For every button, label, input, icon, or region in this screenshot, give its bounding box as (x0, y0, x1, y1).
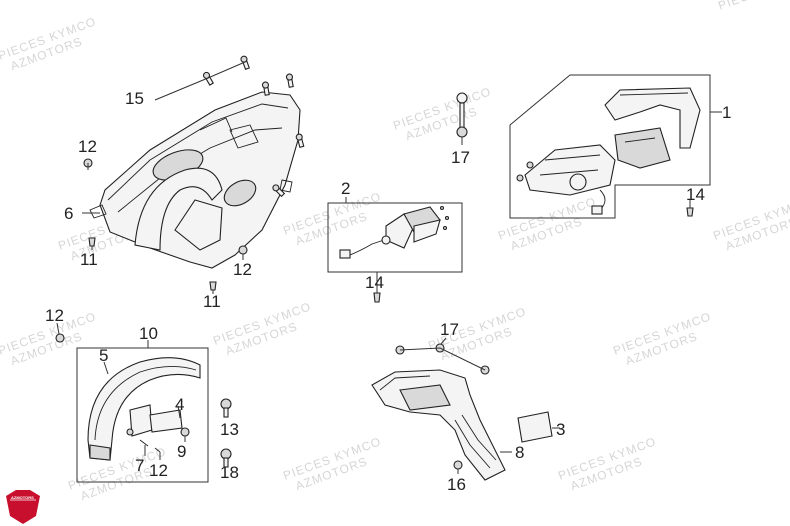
label-15: 15 (125, 89, 144, 108)
label-6: 6 (64, 204, 73, 223)
label-11b: 11 (203, 292, 221, 311)
part-10-front-fender (76, 340, 209, 483)
label-13: 13 (220, 420, 239, 439)
label-14b: 14 (686, 185, 705, 204)
part-6-rear-inner-cover (89, 91, 301, 269)
leader-4 (177, 405, 181, 419)
part-3-reflector (517, 411, 553, 443)
label-3: 3 (556, 420, 565, 439)
part-8-license-bracket (371, 369, 506, 481)
nut-12-frontleft (55, 333, 65, 343)
part-1-tail-light (509, 74, 722, 219)
bolt-18 (220, 448, 232, 468)
label-18: 18 (220, 463, 239, 482)
callout-labels: 1 2 3 4 5 6 7 8 9 10 11 11 12 12 12 12 1… (45, 89, 731, 494)
label-12a: 12 (78, 137, 97, 156)
leader-17b (440, 337, 447, 345)
label-9: 9 (177, 442, 186, 461)
label-10: 10 (139, 324, 158, 343)
nuts-17-bracket (395, 343, 490, 375)
label-11a: 11 (80, 250, 98, 269)
nut-16 (453, 460, 463, 470)
label-14a: 14 (365, 273, 384, 292)
screw-14-right (686, 207, 694, 217)
label-8: 8 (515, 443, 524, 462)
label-17a: 17 (451, 148, 470, 167)
label-16: 16 (447, 475, 466, 494)
leader-15b (207, 61, 246, 79)
screws-15 (202, 55, 305, 198)
label-17b: 17 (440, 320, 459, 339)
azmotors-logo: AZMOTORS (6, 490, 40, 524)
bolt-13 (220, 398, 232, 418)
logo-text: AZMOTORS (11, 495, 34, 500)
leader-12c (56, 322, 60, 335)
label-12c: 12 (45, 306, 64, 325)
leader-5 (103, 361, 109, 375)
bolt-17-top (456, 92, 468, 138)
watermark-line1: PIECES KYMCO (716, 0, 790, 13)
nut-12-right (238, 245, 248, 255)
label-7: 7 (135, 456, 144, 475)
watermarks: PIECES KYMCO AZMOTORS PIECES KYMCO AZMOT… (0, 0, 790, 503)
clip-11-bottom (209, 281, 217, 291)
part-2-license-light (327, 197, 463, 273)
label-12b: 12 (233, 260, 252, 279)
label-4: 4 (175, 395, 184, 414)
screw-14-center (373, 292, 381, 303)
label-2: 2 (341, 179, 350, 198)
leader-15 (154, 77, 209, 101)
label-5: 5 (99, 346, 108, 365)
label-12d: 12 (149, 461, 168, 480)
clip-11-left (88, 237, 96, 247)
label-1: 1 (722, 103, 731, 122)
